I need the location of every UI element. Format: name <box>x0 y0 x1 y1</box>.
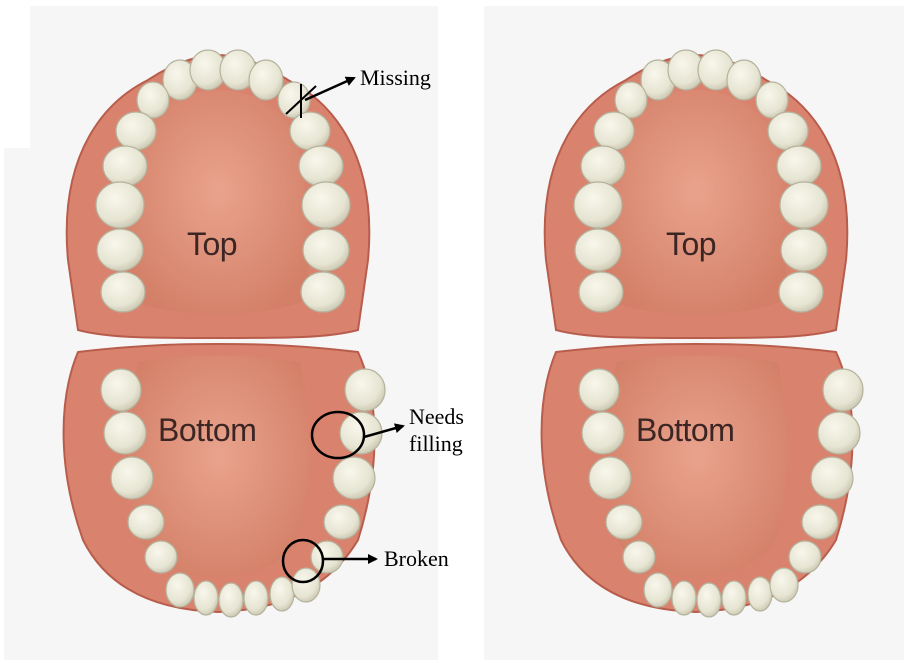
needs-filling-annotation-line2: filling <box>409 430 463 457</box>
upper-jaw-label-right: Top <box>666 226 716 263</box>
lower-jaw-right <box>542 344 863 617</box>
upper-jaw-left <box>67 50 370 338</box>
lower-jaw-label-right: Bottom <box>636 412 734 449</box>
missing-annotation-label: Missing <box>360 64 431 91</box>
broken-annotation-label: Broken <box>384 545 449 572</box>
lower-jaw-label-left: Bottom <box>158 412 256 449</box>
lower-jaw-left <box>64 344 385 617</box>
needs-filling-annotation-line1: Needs <box>409 403 464 430</box>
upper-jaw-right <box>545 50 848 338</box>
upper-jaw-label-left: Top <box>187 226 237 263</box>
